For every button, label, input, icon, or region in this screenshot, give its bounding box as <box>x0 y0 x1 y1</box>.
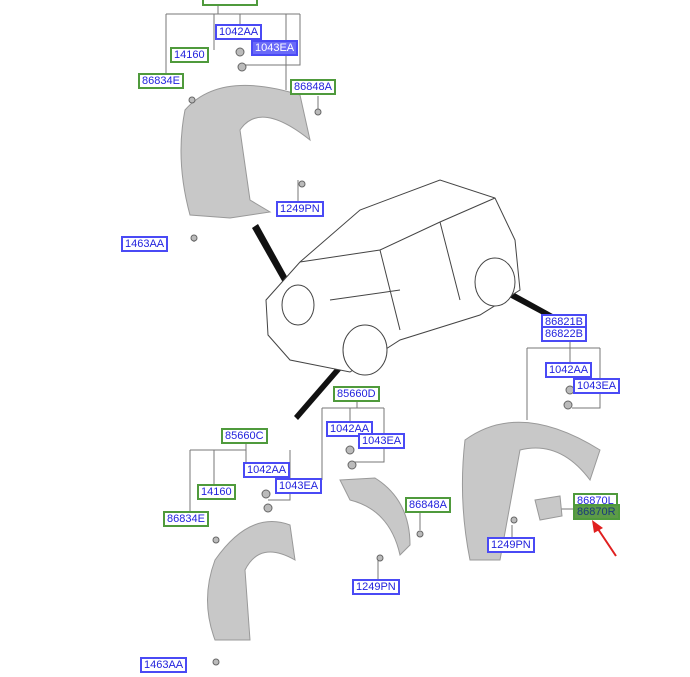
part-label-86834e[interactable]: 86834E <box>163 511 209 527</box>
part-label-1043ea[interactable]: 1043EA <box>358 433 406 449</box>
part-label-14160[interactable]: 14160 <box>170 47 209 63</box>
fender-liners <box>180 84 601 641</box>
part-label-1043ea[interactable]: 1043EA <box>275 478 323 494</box>
part-label-86822b[interactable]: 86822B <box>541 326 587 342</box>
front-splash-shield <box>339 477 411 556</box>
front-left-liner <box>180 84 311 219</box>
callout-swoosh <box>294 356 350 420</box>
part-label-1249pn[interactable]: 1249PN <box>487 537 535 553</box>
part-label-1463aa[interactable]: 1463AA <box>140 657 188 673</box>
bracket-86870 <box>534 495 563 521</box>
part-label-86848a[interactable]: 86848A <box>290 79 336 95</box>
part-label-1249pn[interactable]: 1249PN <box>352 579 400 595</box>
part-label-85660c[interactable]: 85660C <box>221 428 268 444</box>
part-label-86834e[interactable]: 86834E <box>138 73 184 89</box>
part-label-85660d[interactable]: 85660D <box>333 386 380 402</box>
car-outline <box>265 179 521 376</box>
part-label-14160[interactable]: 14160 <box>197 484 236 500</box>
part-label-1249pn[interactable]: 1249PN <box>276 201 324 217</box>
fasteners <box>188 47 575 666</box>
part-label-1042aa[interactable]: 1042AA <box>215 24 263 40</box>
clipped-part-label <box>202 0 258 6</box>
red-highlight-arrow <box>592 520 617 557</box>
part-label-1042aa[interactable]: 1042AA <box>243 462 291 478</box>
part-label-1043ea[interactable]: 1043EA <box>251 40 299 56</box>
part-label-86870r[interactable]: 86870R <box>573 504 620 520</box>
part-label-1042aa[interactable]: 1042AA <box>545 362 593 378</box>
part-label-1463aa[interactable]: 1463AA <box>121 236 169 252</box>
part-label-86848a[interactable]: 86848A <box>405 497 451 513</box>
part-label-1042aa[interactable]: 1042AA <box>326 421 374 437</box>
part-label-1043ea[interactable]: 1043EA <box>573 378 621 394</box>
rear-right-liner <box>461 421 601 561</box>
front-right-liner <box>207 521 296 641</box>
